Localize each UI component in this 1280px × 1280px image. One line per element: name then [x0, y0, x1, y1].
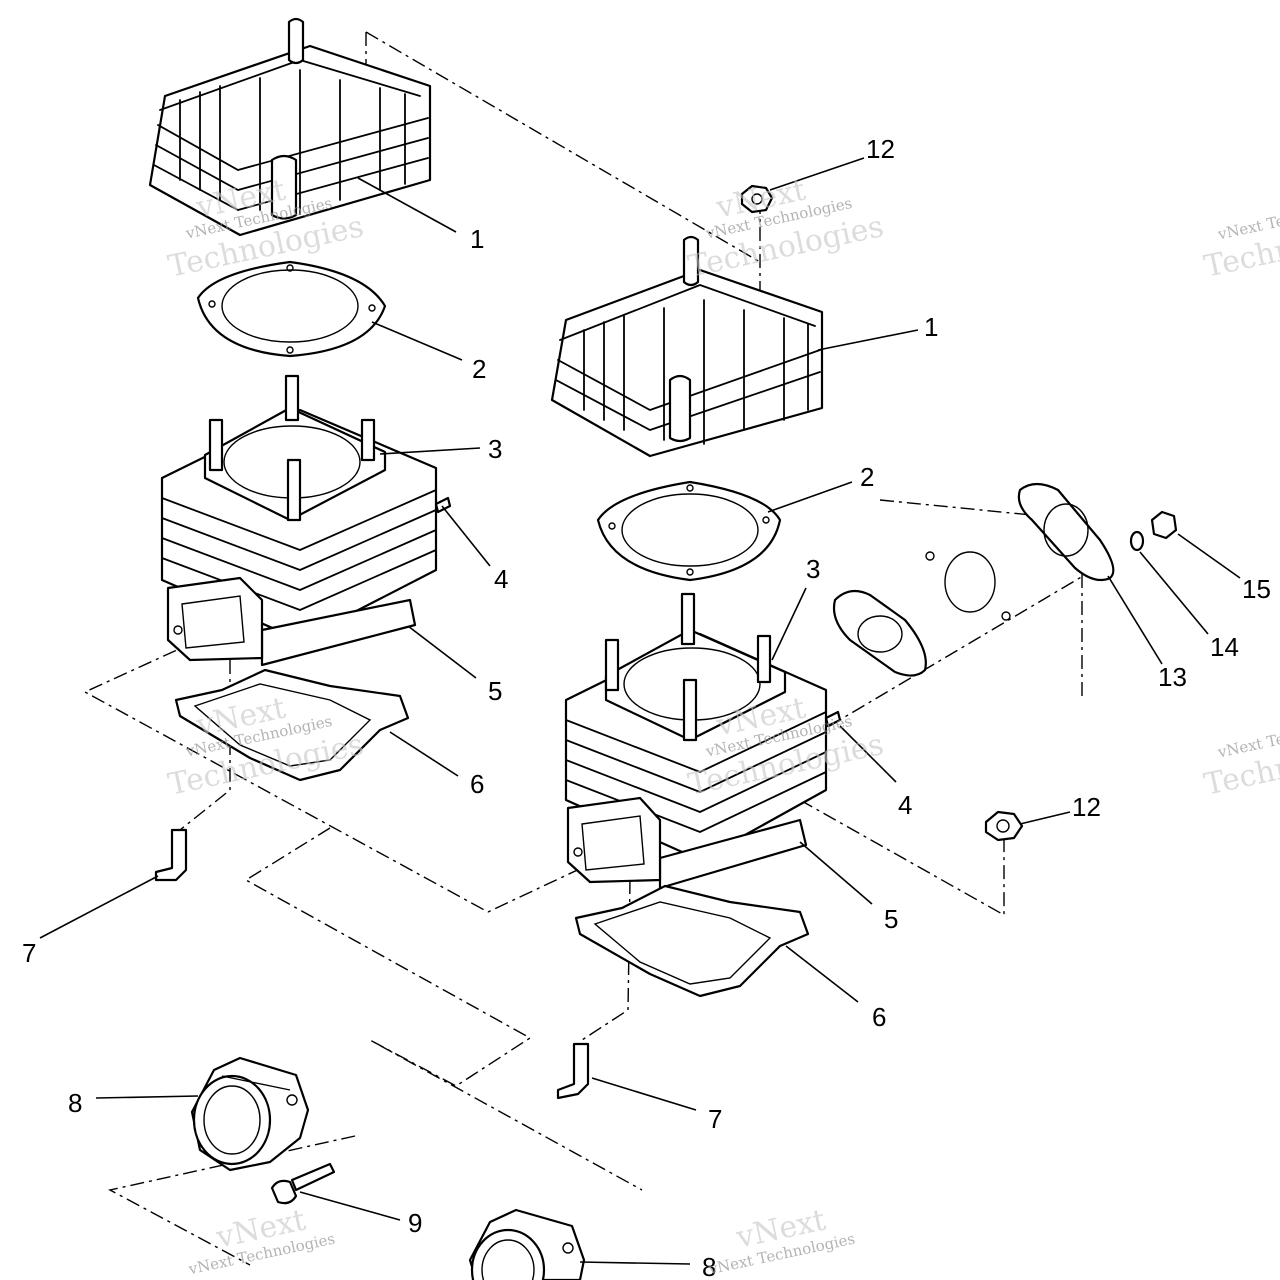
- bolt: [270, 1162, 336, 1205]
- callout-12-top: 12: [866, 134, 895, 164]
- cylinder-right: [564, 592, 842, 890]
- callout-labels: 1 2 3 4 5 6 7 12 1 2 3 4 5 6 7 12 13 14 …: [22, 134, 1271, 1280]
- exhaust-gaskets: [832, 482, 1115, 677]
- flange-nut-bottom: [984, 810, 1024, 842]
- callout-6-left: 6: [470, 769, 484, 799]
- callout-8-right: 8: [702, 1252, 716, 1280]
- flange-nut-top: [740, 184, 774, 214]
- watermark-8: vNext vNext Technologies: [706, 1203, 856, 1279]
- watermark-7: vNext vNext Technologies: [186, 1203, 336, 1279]
- washer-and-nut: [1129, 510, 1178, 552]
- callout-6-right: 6: [872, 1002, 886, 1032]
- callout-2-right: 2: [860, 462, 874, 492]
- watermark-6: vNext Technologies Technologies: [1201, 713, 1280, 803]
- callout-3-right: 3: [806, 554, 820, 584]
- base-gasket-left: [174, 668, 410, 782]
- watermark-2: vNext vNext Technologies Technologies: [685, 173, 886, 285]
- callout-14: 14: [1210, 632, 1239, 662]
- callout-1-left: 1: [470, 224, 484, 254]
- cylinder-head-right: [550, 235, 824, 458]
- callout-12-bottom: 12: [1072, 792, 1101, 822]
- callout-3-left: 3: [488, 434, 502, 464]
- callout-5-right: 5: [884, 904, 898, 934]
- callout-7-right: 7: [708, 1104, 722, 1134]
- callout-5-left: 5: [488, 676, 502, 706]
- callout-8-left: 8: [68, 1088, 82, 1118]
- callout-15: 15: [1242, 574, 1271, 604]
- head-gasket-left: [196, 260, 387, 358]
- water-fitting-right: [556, 1042, 590, 1100]
- water-fitting-left: [154, 828, 188, 882]
- cylinder-head-left: [148, 17, 432, 237]
- intake-manifold-left: [190, 1056, 310, 1172]
- watermark-5: vNext Technologies Technologies: [1201, 195, 1280, 285]
- callout-1-right: 1: [924, 312, 938, 342]
- intake-manifold-right: [468, 1208, 586, 1280]
- callout-9: 9: [408, 1208, 422, 1238]
- callout-7-left: 7: [22, 938, 36, 968]
- callout-2-left: 2: [472, 354, 486, 384]
- callout-4-left: 4: [494, 564, 508, 594]
- head-gasket-right: [596, 480, 782, 582]
- leader-lines: [39, 157, 1241, 1265]
- callout-13: 13: [1158, 662, 1187, 692]
- cylinder-left: [160, 374, 452, 667]
- base-gasket-right: [574, 884, 810, 998]
- callout-4-right: 4: [898, 790, 912, 820]
